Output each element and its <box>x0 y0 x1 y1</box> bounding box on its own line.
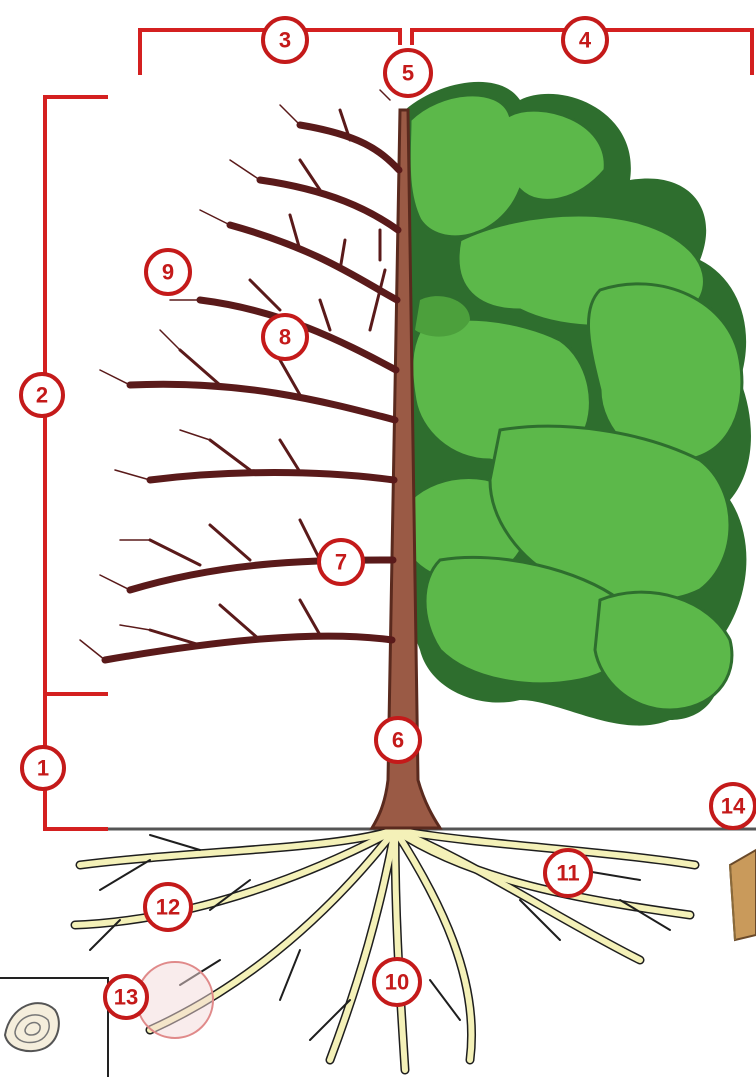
marker-6-text: 6 <box>392 728 404 753</box>
marker-4-text: 4 <box>579 28 592 53</box>
log-slice <box>730 850 756 940</box>
marker-11: 11 <box>545 850 591 896</box>
marker-13: 13 <box>105 976 147 1018</box>
marker-5-text: 5 <box>402 61 414 86</box>
marker-10-text: 10 <box>385 970 409 995</box>
inset-box <box>0 978 108 1077</box>
marker-14-text: 14 <box>721 794 746 819</box>
marker-12-text: 12 <box>156 895 180 920</box>
marker-7: 7 <box>319 540 363 584</box>
marker-10: 10 <box>374 959 420 1005</box>
marker-2-text: 2 <box>36 383 48 408</box>
marker-13-text: 13 <box>114 985 138 1010</box>
marker-8-text: 8 <box>279 325 291 350</box>
foliage <box>400 82 751 726</box>
marker-6: 6 <box>376 718 420 762</box>
marker-7-text: 7 <box>335 550 347 575</box>
marker-12: 12 <box>145 884 191 930</box>
marker-2: 2 <box>21 374 63 416</box>
marker-11-text: 11 <box>556 861 579 886</box>
marker-9: 9 <box>146 250 190 294</box>
marker-8: 8 <box>263 315 307 359</box>
marker-4: 4 <box>563 18 607 62</box>
marker-14: 14 <box>711 784 755 828</box>
marker-3-text: 3 <box>279 28 291 53</box>
marker-1-text: 1 <box>37 756 49 781</box>
marker-5: 5 <box>385 50 431 96</box>
marker-1: 1 <box>22 747 64 789</box>
marker-9-text: 9 <box>162 260 174 285</box>
marker-3: 3 <box>263 18 307 62</box>
